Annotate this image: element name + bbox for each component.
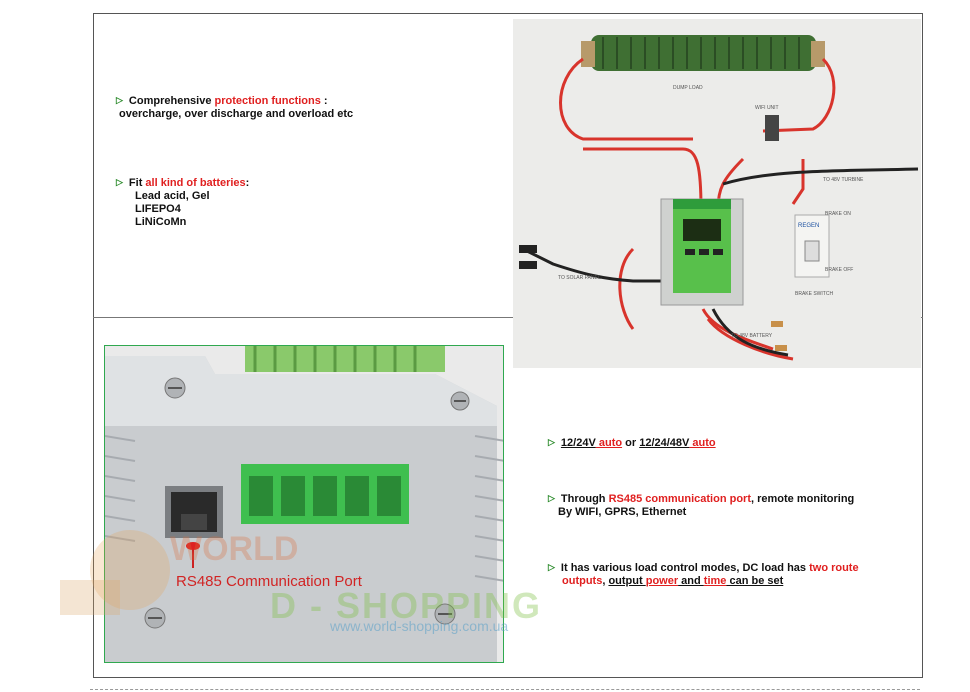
text: , remote monitoring xyxy=(751,493,855,505)
svg-text:TO 48V BATTERY: TO 48V BATTERY xyxy=(731,333,773,339)
highlight: protection functions xyxy=(214,95,321,107)
wiring-photo: REGEN DUMP LOAD WIFI UNIT TO 48V TURBINE… xyxy=(513,19,921,368)
svg-text:REGEN: REGEN xyxy=(798,223,819,229)
svg-text:TO 48V TURBINE: TO 48V TURBINE xyxy=(823,177,864,183)
text: output xyxy=(608,575,646,587)
text: 12/24/48V xyxy=(639,437,690,449)
page-frame xyxy=(93,13,923,678)
bullet-triangle-icon: ▷ xyxy=(548,493,555,503)
highlight: time xyxy=(703,575,727,587)
highlight: two route xyxy=(809,562,859,574)
text: can be set xyxy=(726,575,784,587)
text: Comprehensive xyxy=(128,95,215,107)
text: By WIFI, GPRS, Ethernet xyxy=(558,506,687,518)
feature-batteries: ▷ Fit all kind of batteries: Lead acid, G… xyxy=(116,177,249,229)
bullet-triangle-icon: ▷ xyxy=(548,562,555,572)
bullet-triangle-icon: ▷ xyxy=(116,177,123,187)
highlight: auto xyxy=(689,437,716,449)
text: : xyxy=(320,95,328,107)
controller-closeup-illustration xyxy=(105,346,503,662)
text: It has various load control modes, DC lo… xyxy=(560,562,810,574)
svg-text:DUMP LOAD: DUMP LOAD xyxy=(673,85,703,91)
text: 12/24V xyxy=(560,437,596,449)
wifi-unit xyxy=(765,115,779,141)
rs485-label: RS485 Communication Port xyxy=(176,573,362,590)
svg-text:BRAKE OFF: BRAKE OFF xyxy=(825,267,853,273)
text: , xyxy=(602,575,609,587)
svg-text:BRAKE SWITCH: BRAKE SWITCH xyxy=(795,291,833,297)
bullet-triangle-icon: ▷ xyxy=(116,95,123,105)
highlight: RS485 communication port xyxy=(608,493,751,505)
feature-rs485: ▷ Through RS485 communication port, remot… xyxy=(548,493,854,519)
dump-load-resistor xyxy=(591,35,816,71)
bullet-triangle-icon: ▷ xyxy=(548,437,555,447)
bottom-dashed-rule xyxy=(90,689,920,690)
svg-text:BRAKE ON: BRAKE ON xyxy=(825,211,851,217)
text: and xyxy=(678,575,704,587)
wiring-illustration: REGEN DUMP LOAD WIFI UNIT TO 48V TURBINE… xyxy=(513,19,921,368)
highlight: all kind of batteries xyxy=(145,177,246,189)
watermark-url: www.world-shopping.com.ua xyxy=(330,618,509,634)
text: : xyxy=(245,177,250,189)
feature-voltage: ▷ 12/24V auto or 12/24/48V auto xyxy=(548,437,716,450)
svg-text:TO SOLAR PANEL: TO SOLAR PANEL xyxy=(558,275,601,281)
highlight: power xyxy=(645,575,679,587)
text: or xyxy=(622,437,640,449)
section-divider xyxy=(93,317,923,318)
highlight: outputs xyxy=(562,575,603,587)
feature-load-control: ▷ It has various load control modes, DC l… xyxy=(548,562,918,588)
watermark-brand: D - SHOPPING xyxy=(270,585,543,626)
battery-type: Lead acid, Gel xyxy=(135,190,210,202)
rs485-photo xyxy=(104,345,504,663)
battery-type: LIFEPO4 xyxy=(135,203,181,215)
feature-protection: ▷ Comprehensive protection functions : ov… xyxy=(116,95,353,121)
svg-text:WIFI UNIT: WIFI UNIT xyxy=(755,105,779,111)
highlight: auto xyxy=(595,437,623,449)
text: Fit xyxy=(128,177,146,189)
text: overcharge, over discharge and overload … xyxy=(119,108,354,120)
text: Through xyxy=(560,493,609,505)
battery-type: LiNiCoMn xyxy=(135,216,187,228)
